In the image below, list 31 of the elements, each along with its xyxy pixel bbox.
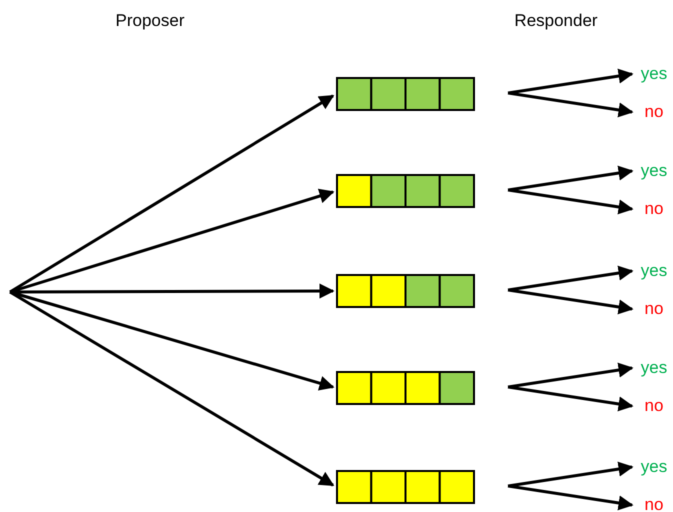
arrow — [9, 290, 334, 486]
role-label: Responder — [514, 11, 598, 31]
arrow — [508, 166, 634, 192]
role-label: Proposer — [116, 11, 184, 31]
arrow — [508, 386, 634, 412]
offer-bar — [336, 174, 475, 208]
response-label: no — [634, 495, 673, 512]
offer-bar — [336, 371, 475, 405]
arrow — [508, 92, 634, 118]
arrow — [508, 484, 634, 510]
offer-bar — [336, 274, 475, 308]
arrow — [508, 362, 634, 388]
response-label: no — [634, 396, 673, 416]
arrow — [9, 94, 334, 294]
arrow — [508, 288, 634, 314]
arrow — [10, 188, 334, 294]
offer-bar — [336, 470, 475, 504]
response-label: yes — [634, 358, 673, 378]
response-label: no — [634, 199, 673, 219]
response-label: no — [634, 102, 673, 122]
response-label: yes — [634, 261, 673, 281]
arrow — [508, 68, 634, 94]
arrow — [508, 462, 634, 488]
response-label: no — [634, 299, 673, 319]
arrow — [508, 266, 634, 292]
response-label: yes — [634, 161, 673, 181]
response-label: yes — [634, 64, 673, 84]
response-label: yes — [634, 457, 673, 477]
arrow — [10, 290, 334, 390]
offer-bar — [336, 77, 475, 111]
arrow — [508, 188, 634, 214]
